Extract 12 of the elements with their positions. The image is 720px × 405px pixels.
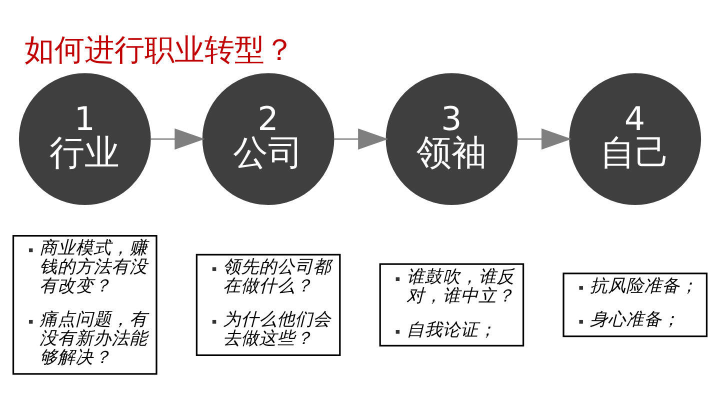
node-circle: 2 公司 xyxy=(202,73,334,206)
arrow xyxy=(517,128,572,150)
node-box: 领先的公司都在做什么？ 为什么他们会去做这些？ xyxy=(196,254,341,356)
node-circle: 1 行业 xyxy=(18,73,151,206)
node-box: 谁鼓吹，谁反对，谁中立？ 自我论证； xyxy=(379,263,524,347)
node-circle: 3 领袖 xyxy=(386,73,518,206)
node-box: 商业模式，赚钱的方法有没有改变？ 痛点问题，有没有新办法能够解决？ xyxy=(12,234,158,375)
diagram-title: 如何进行职业转型？ xyxy=(24,33,295,68)
node-box: 抗风险准备； 身心准备； xyxy=(562,272,708,338)
arrow xyxy=(334,128,388,150)
node-circle: 4 自己 xyxy=(569,73,702,206)
arrow xyxy=(150,128,205,150)
